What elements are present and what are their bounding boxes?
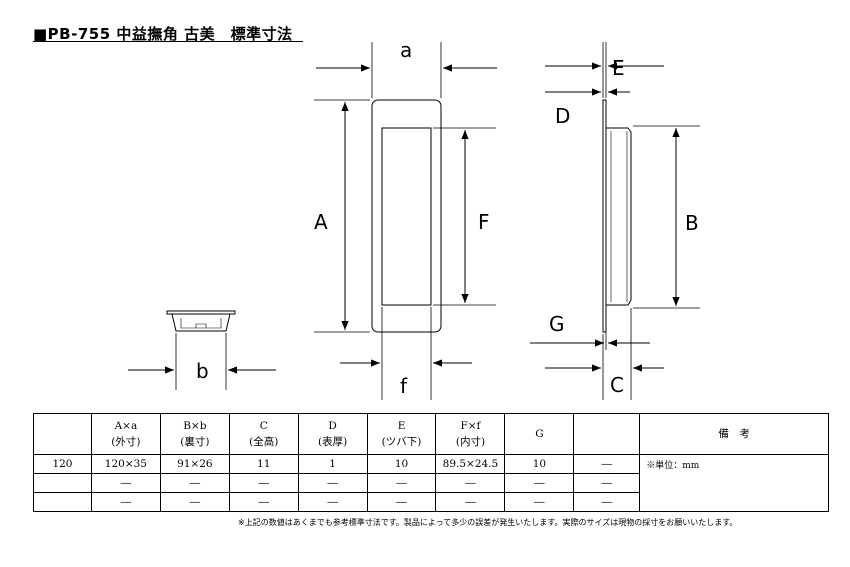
- label-B: B: [685, 211, 699, 235]
- side-flange: [602, 99, 607, 333]
- header-cell-remarks: 備 考: [639, 413, 829, 455]
- header-cell-Bxb: B×b(裏寸): [159, 413, 230, 455]
- header-cell-Fxf: F×f(内寸): [435, 413, 506, 455]
- technical-drawing: a A F f b E D B G C: [128, 38, 700, 400]
- front-outer-outline: [371, 99, 442, 333]
- label-f: f: [400, 374, 408, 398]
- header-cell-E: E(ツバ下): [366, 413, 437, 455]
- label-A: A: [314, 210, 328, 234]
- label-a: a: [400, 38, 412, 62]
- header-cell-Axa: A×a(外寸): [90, 413, 161, 455]
- title-underline: [33, 41, 303, 42]
- table-row: ― ― ― ― ― ― ― ―: [33, 492, 829, 512]
- header-cell-C: C(全高): [228, 413, 299, 455]
- label-F: F: [478, 210, 490, 234]
- table-header-row: A×a(外寸) B×b(裏寸) C(全高) D(表厚) E(ツバ下) F×f(内…: [33, 413, 829, 455]
- header-cell-G: G: [504, 413, 575, 455]
- table-row: 120 120×35 91×26 11 1 10 89.5×24.5 10 ― …: [33, 454, 829, 512]
- label-E: E: [612, 56, 625, 80]
- label-G: G: [549, 312, 565, 336]
- front-inner-recess: [381, 127, 432, 306]
- header-cell-D: D(表厚): [297, 413, 368, 455]
- drawing-title: ■PB-755 中益撫角 古美 標準寸法: [33, 25, 293, 43]
- header-cell-blank: [573, 413, 641, 455]
- footnote: ※上記の数値はあくまでも参考標準寸法です。製品によって多少の誤差が発生いたします…: [238, 518, 738, 527]
- end-body: [171, 313, 231, 332]
- end-flange: [166, 310, 236, 315]
- header-cell-0: [33, 413, 92, 455]
- label-C: C: [610, 373, 624, 397]
- side-body: [606, 127, 632, 306]
- remarks-note: ※単位：mm: [639, 454, 829, 512]
- label-D: D: [555, 104, 570, 128]
- label-b: b: [196, 359, 209, 383]
- table-row: ― ― ― ― ― ― ― ―: [33, 473, 829, 493]
- dimension-table: A×a(外寸) B×b(裏寸) C(全高) D(表厚) E(ツバ下) F×f(内…: [33, 413, 829, 512]
